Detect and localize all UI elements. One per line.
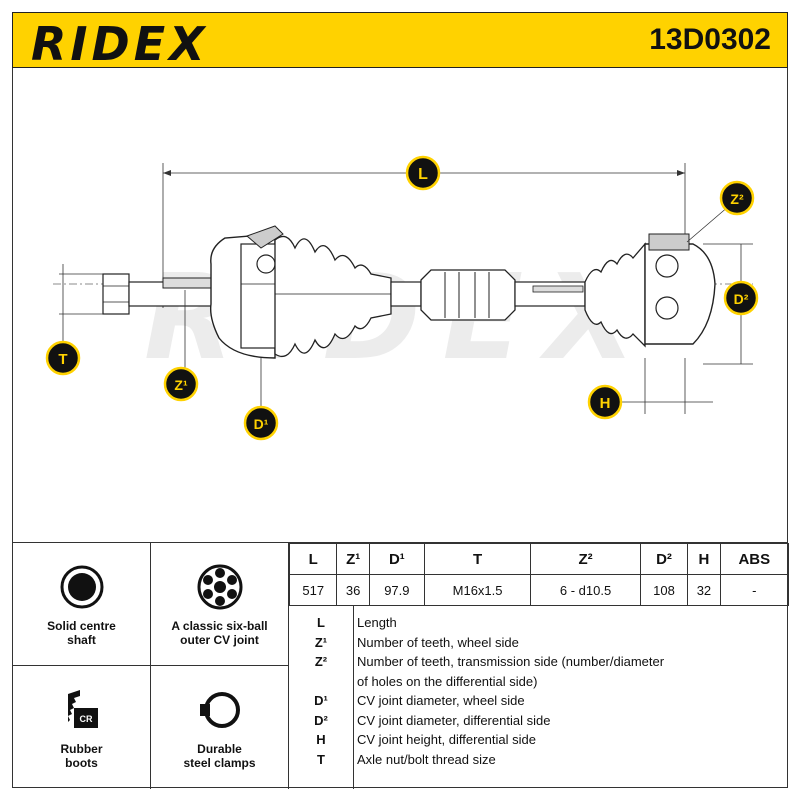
- spec-value-row: 517 36 97.9 M16x1.5 6 - d10.5 108 32 -: [288, 574, 790, 606]
- arrow-left: [163, 170, 171, 176]
- rubber-boot-icon: CR: [67, 690, 98, 730]
- header-bar: RIDEX 13D0302: [12, 12, 788, 71]
- brand-logo: RIDEX: [31, 17, 209, 71]
- svg-text:T: T: [58, 351, 67, 368]
- label-H: H: [587, 384, 623, 420]
- spec-value: 32: [687, 574, 721, 606]
- inner-cv-joint: [644, 243, 716, 345]
- spec-panel: Solid centre shaft A classic six-ball ou…: [12, 542, 790, 789]
- label-T: T: [45, 340, 81, 376]
- spec-header: D²: [639, 543, 689, 575]
- drive-shaft-drawing: RIDEX: [45, 155, 759, 441]
- spec-value: M16x1.5: [423, 574, 532, 606]
- label-D2: D²: [723, 280, 759, 316]
- feature-label: Solid centre shaft: [47, 619, 116, 647]
- legend-code: H: [316, 732, 326, 748]
- label-D1: D¹: [243, 405, 279, 441]
- legend-code: L: [317, 615, 325, 631]
- svg-text:H: H: [600, 395, 611, 412]
- feature-steel-clamps: Durable steel clamps: [151, 666, 289, 789]
- feature-six-ball-joint: A classic six-ball outer CV joint: [151, 543, 289, 666]
- technical-drawing: RIDEX: [12, 68, 788, 542]
- legend-row: D¹ CV joint diameter, wheel side: [289, 691, 789, 711]
- legend-row: Z² Number of teeth, transmission side (n…: [289, 652, 789, 672]
- feature-solid-shaft: Solid centre shaft: [13, 543, 151, 666]
- main-shaft-left: [390, 281, 422, 307]
- legend-code: D¹: [314, 693, 328, 709]
- legend-divider: [353, 606, 354, 789]
- spline-z1: [162, 277, 212, 289]
- spec-header: D¹: [368, 543, 425, 575]
- legend-row: L Length: [289, 613, 789, 633]
- svg-text:Z¹: Z¹: [174, 377, 188, 393]
- six-ball-joint-icon: [197, 564, 242, 610]
- steel-clamp-icon: [199, 692, 240, 728]
- legend-code: Z²: [314, 654, 328, 670]
- feature-label: A classic six-ball outer CV joint: [171, 619, 268, 647]
- spec-value: 6 - d10.5: [530, 574, 641, 606]
- spec-value: 36: [336, 574, 370, 606]
- legend-code: D²: [314, 712, 328, 728]
- feature-rubber-boots: CR Rubber boots: [13, 666, 151, 789]
- feature-grid: Solid centre shaft A classic six-ball ou…: [13, 543, 289, 789]
- legend-row: T Axle nut/bolt thread size: [289, 750, 789, 770]
- svg-text:CR: CR: [79, 714, 92, 724]
- legend-row: D² CV joint diameter, differential side: [289, 711, 789, 731]
- solid-shaft-icon: [60, 565, 103, 609]
- spec-header: ABS: [719, 543, 790, 575]
- legend-desc: Number of teeth, wheel side: [357, 634, 519, 650]
- spec-header: L: [288, 543, 338, 575]
- svg-text:D¹: D¹: [254, 416, 269, 432]
- legend-row: H CV joint height, differential side: [289, 730, 789, 750]
- vibration-damper: [420, 269, 516, 321]
- legend-desc: CV joint diameter, differential side: [357, 712, 551, 728]
- spline-z2: [648, 233, 690, 251]
- part-number: 13D0302: [649, 23, 771, 56]
- svg-text:D²: D²: [734, 291, 749, 307]
- legend-code: T: [317, 751, 325, 767]
- legend-desc: Axle nut/bolt thread size: [357, 751, 496, 767]
- spec-header: T: [423, 543, 532, 575]
- legend-desc: Length: [357, 615, 397, 631]
- legend: L Length Z¹ Number of teeth, wheel side …: [289, 605, 789, 789]
- feature-label: Durable steel clamps: [183, 742, 256, 770]
- legend-desc: CV joint height, differential side: [357, 732, 536, 748]
- arrow-right: [677, 170, 685, 176]
- spec-value: 108: [639, 574, 689, 606]
- spec-value: 517: [288, 574, 338, 606]
- spec-value: 97.9: [368, 574, 425, 606]
- axle-nut: [102, 273, 130, 315]
- legend-row: of holes on the differential side): [289, 672, 789, 692]
- label-L: L: [405, 155, 441, 191]
- svg-text:L: L: [418, 166, 428, 183]
- label-Z2: Z²: [719, 180, 755, 216]
- legend-row: Z¹ Number of teeth, wheel side: [289, 633, 789, 653]
- outer-boot: [274, 235, 392, 358]
- legend-desc: Number of teeth, transmission side (numb…: [357, 654, 665, 670]
- inner-boot: [584, 242, 646, 348]
- spec-header: Z²: [530, 543, 641, 575]
- spec-value: -: [719, 574, 790, 606]
- spec-table: L Z¹ D¹ T Z² D² H ABS 517 36 97.9 M16x1.…: [288, 543, 790, 606]
- legend-desc: of holes on the differential side): [357, 673, 538, 689]
- spec-header: H: [687, 543, 721, 575]
- svg-text:Z²: Z²: [730, 191, 744, 207]
- legend-code: Z¹: [314, 634, 328, 650]
- spec-header-row: L Z¹ D¹ T Z² D² H ABS: [288, 543, 790, 575]
- legend-desc: CV joint diameter, wheel side: [357, 693, 525, 709]
- label-Z1: Z¹: [163, 366, 199, 402]
- feature-label: Rubber boots: [60, 742, 103, 770]
- spec-header: Z¹: [336, 543, 370, 575]
